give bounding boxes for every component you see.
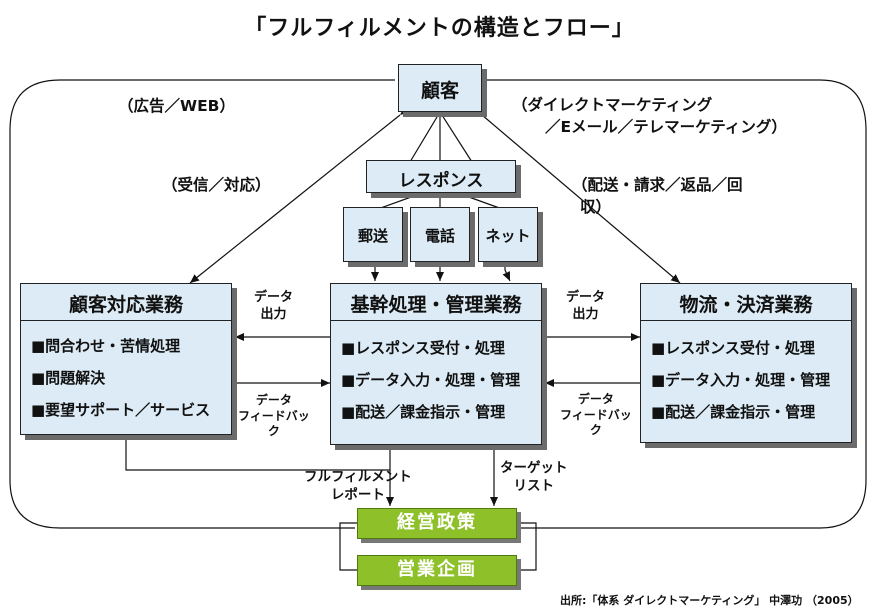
label-delivery-2: 収） (580, 198, 612, 216)
customer-service-item: ■問題解決 (31, 369, 106, 387)
core-processing-item: ■配送／課金指示・管理 (341, 403, 506, 421)
customer-box: 顧客 (398, 64, 482, 112)
logistics-box: 物流・決済業務 ■レスポンス受付・処理 ■データ入力・処理・管理 ■配送／課金指… (640, 283, 852, 443)
customer-service-item: ■要望サポート／サービス (31, 401, 211, 419)
core-processing-title: 基幹処理・管理業務 (350, 294, 522, 316)
arrow-customer-right (472, 106, 681, 284)
label-data-out-left: データ 出力 (254, 290, 294, 322)
logistics-item: ■データ入力・処理・管理 (651, 371, 831, 389)
logistics-item: ■配送／課金指示・管理 (651, 403, 816, 421)
channel-net-label: ネット (485, 227, 531, 245)
page-title: 「フルフィルメントの構造とフロー」 (244, 16, 635, 41)
label-receive: （受信／対応） (162, 176, 271, 194)
core-processing-box: 基幹処理・管理業務 ■レスポンス受付・処理 ■データ入力・処理・管理 ■配送／課… (330, 283, 542, 445)
sales-planning-box: 営業企画 (357, 555, 517, 586)
label-delivery-1: （配送・請求／返品／回 (572, 176, 743, 194)
line-management (339, 522, 537, 571)
arrow-net-core (502, 262, 511, 282)
label-ad: （広告／WEB） (118, 97, 235, 115)
channel-phone-box: 電話 (410, 207, 470, 262)
label-feedback-right: データ フィードバッ ク (560, 392, 632, 438)
channel-mail-label: 郵送 (357, 227, 388, 245)
channel-phone-label: 電話 (424, 227, 455, 245)
management-policy-box: 経営政策 (357, 508, 517, 539)
management-policy-label: 経営政策 (397, 512, 477, 533)
label-dm-2: ／Eメール／テレマーケティング） (545, 118, 787, 136)
response-label: レスポンス (398, 171, 484, 191)
core-processing-item: ■データ入力・処理・管理 (341, 371, 521, 389)
label-dm-1: （ダイレクトマーケティング (512, 96, 713, 114)
customer-service-title: 顧客対応業務 (68, 294, 183, 316)
source-note: 出所:「体系 ダイレクトマーケティング」 中澤功 （2005） (560, 594, 859, 607)
outer-loop (9, 79, 867, 529)
customer-service-box: 顧客対応業務 ■問合わせ・苦情処理 ■問題解決 ■要望サポート／サービス (20, 283, 232, 435)
logistics-title: 物流・決済業務 (679, 294, 813, 316)
line-fan-3 (439, 111, 473, 163)
customer-label: 顧客 (420, 80, 459, 102)
label-feedback-left: データ フィードバッ ク (238, 393, 310, 439)
channel-net-box: ネット (478, 207, 538, 262)
box-divider (21, 320, 231, 321)
arrow-customer-left (189, 106, 410, 284)
label-data-out-right: データ 出力 (566, 290, 606, 322)
core-processing-item: ■レスポンス受付・処理 (341, 339, 505, 357)
box-divider (331, 320, 541, 321)
line-report-left (125, 437, 390, 471)
response-box: レスポンス (366, 160, 516, 193)
label-target-list: ターゲット リスト (500, 460, 568, 494)
line-fan-1 (409, 111, 441, 163)
box-divider (641, 320, 851, 321)
channel-mail-box: 郵送 (343, 207, 403, 262)
label-fulfillment-report: フルフィルメント レポート (304, 469, 412, 503)
customer-service-item: ■問合わせ・苦情処理 (31, 337, 181, 355)
sales-planning-label: 営業企画 (397, 559, 477, 580)
logistics-item: ■レスポンス受付・処理 (651, 339, 815, 357)
